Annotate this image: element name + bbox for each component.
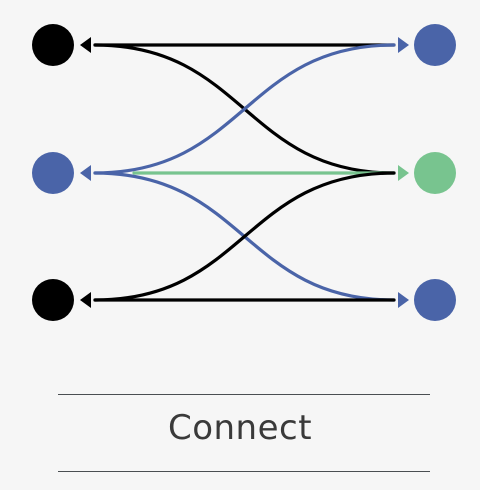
connection-board xyxy=(32,24,456,321)
connection-lines xyxy=(93,43,396,302)
right-arrow-icon-1 xyxy=(398,37,409,53)
left-node-1[interactable] xyxy=(32,24,74,66)
right-node-3[interactable] xyxy=(414,279,456,321)
left-node-3[interactable] xyxy=(32,279,74,321)
arrowheads xyxy=(80,37,409,308)
connection-line-6 xyxy=(93,171,396,302)
left-arrow-icon-2 xyxy=(80,165,91,181)
right-arrow-icon-2 xyxy=(398,165,409,181)
left-node-2[interactable] xyxy=(32,152,74,194)
nodes xyxy=(32,24,456,321)
right-node-2[interactable] xyxy=(414,152,456,194)
connection-line-3 xyxy=(93,43,396,175)
game-title: Connect xyxy=(167,408,313,448)
divider-top xyxy=(58,394,430,395)
right-arrow-icon-3 xyxy=(398,292,409,308)
left-arrow-icon-1 xyxy=(80,37,91,53)
left-arrow-icon-3 xyxy=(80,292,91,308)
divider-bottom xyxy=(58,471,430,472)
right-node-1[interactable] xyxy=(414,24,456,66)
